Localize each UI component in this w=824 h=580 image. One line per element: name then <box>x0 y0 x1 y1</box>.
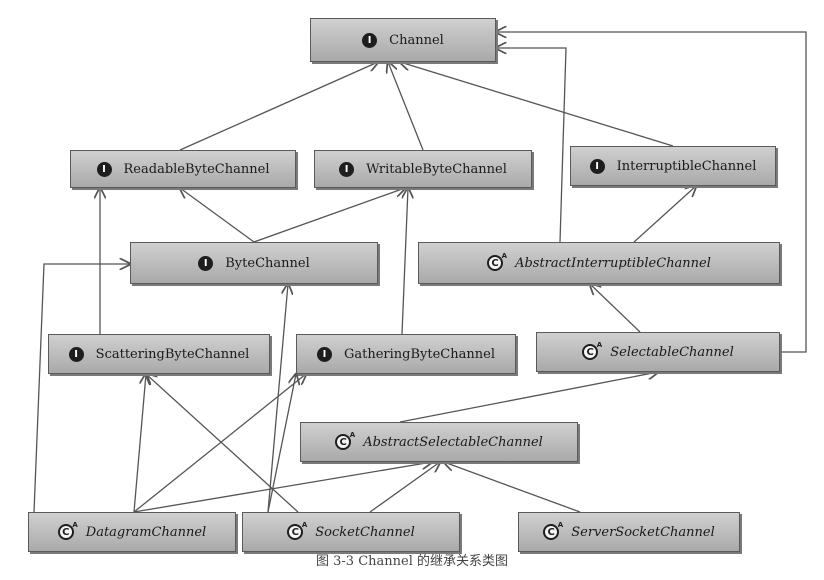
node-label: AbstractSelectableChannel <box>363 434 543 450</box>
edge-gathering-to-writable <box>401 188 408 335</box>
node-label: Channel <box>389 32 444 48</box>
node-writable-byte-channel: I WritableByteChannel <box>314 150 532 188</box>
interface-icon: I <box>96 161 112 177</box>
edge-socket-to-abstractselectable <box>369 462 440 513</box>
node-byte-channel: I ByteChannel <box>130 242 378 284</box>
edge-selectable-to-abstractinterruptible <box>590 284 641 333</box>
node-scattering-byte-channel: I ScatteringByteChannel <box>48 334 270 374</box>
edge-socket-to-scattering <box>146 374 299 513</box>
edge-datagram-to-abstractselectable <box>133 462 432 513</box>
edge-abstractinterruptible-to-channel <box>496 48 567 243</box>
figure-caption: 图 3-3 Channel 的继承关系类图 <box>316 554 508 569</box>
interface-icon: I <box>317 346 332 362</box>
edge-abstractselectable-to-selectable <box>399 372 658 423</box>
interface-icon: I <box>198 255 214 271</box>
edge-socket-to-bytechannel <box>267 284 288 513</box>
edge-datagram-to-scattering <box>133 374 146 513</box>
edge-datagram-to-gathering <box>133 374 306 513</box>
node-gathering-byte-channel: I GatheringByteChannel <box>296 334 516 374</box>
node-label: SocketChannel <box>315 524 415 540</box>
edge-socket-to-gathering <box>267 374 296 513</box>
node-label: ReadableByteChannel <box>123 161 270 177</box>
node-label: InterruptibleChannel <box>616 158 757 174</box>
node-label: SelectableChannel <box>610 344 734 360</box>
edge-writable-to-channel <box>388 62 424 151</box>
node-label: WritableByteChannel <box>366 161 507 177</box>
edge-datagram-to-bytechannel <box>33 264 130 513</box>
node-label: AbstractInterruptibleChannel <box>515 255 711 271</box>
node-label: ServerSocketChannel <box>571 524 715 540</box>
edge-abstractinterruptible-to-interruptible <box>633 186 696 243</box>
interface-icon: I <box>589 158 605 174</box>
node-readable-byte-channel: I ReadableByteChannel <box>70 150 296 188</box>
edge-interruptible-to-channel <box>400 62 674 147</box>
interface-icon: I <box>362 32 378 48</box>
edge-serversocket-to-abstractselectable <box>444 462 581 513</box>
edge-bytechannel-to-readable <box>180 188 255 243</box>
edge-selectable-to-channel <box>496 32 807 353</box>
node-label: ScatteringByteChannel <box>95 346 250 362</box>
node-interruptible-channel: I InterruptibleChannel <box>570 146 776 186</box>
interface-icon: I <box>68 346 84 362</box>
node-label: GatheringByteChannel <box>344 346 495 362</box>
edge-bytechannel-to-writable <box>253 188 405 243</box>
node-label: DatagramChannel <box>85 524 207 540</box>
node-label: ByteChannel <box>225 255 310 271</box>
interface-icon: I <box>339 161 355 177</box>
edge-readable-to-channel <box>179 62 378 151</box>
node-channel: I Channel <box>310 18 496 62</box>
